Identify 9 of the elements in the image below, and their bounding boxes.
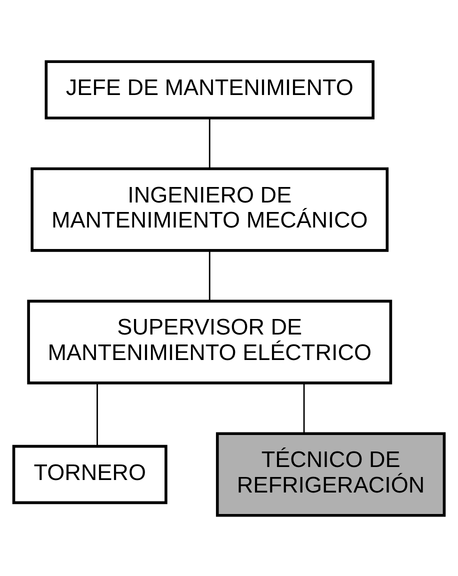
node-box: INGENIERO DE MANTENIMIENTO MECÁNICO xyxy=(30,166,389,252)
connector xyxy=(208,118,210,168)
node-box: TORNERO xyxy=(12,444,168,504)
connector xyxy=(303,382,305,433)
node-box: SUPERVISOR DE MANTENIMIENTO ELÉCTRICO xyxy=(27,299,392,384)
connector xyxy=(208,250,210,300)
connector xyxy=(96,382,98,446)
node-box: TÉCNICO DE REFRIGERACIÓN xyxy=(216,432,446,516)
node-box: JEFE DE MANTENIMIENTO xyxy=(44,60,374,119)
